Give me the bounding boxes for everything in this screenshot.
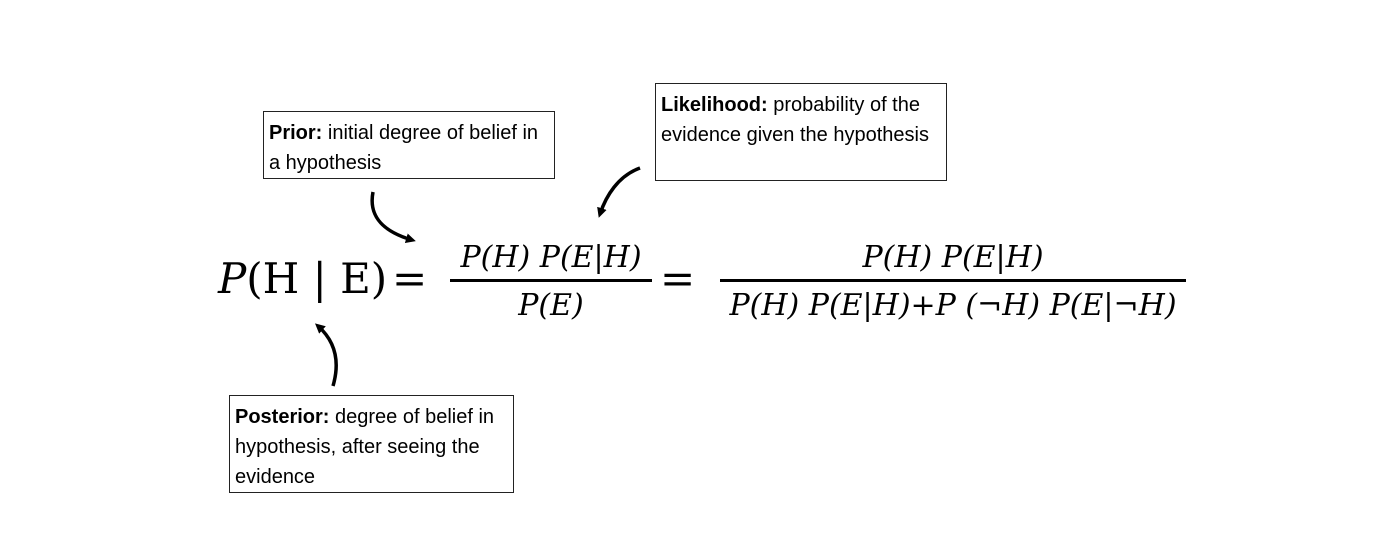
prior-description: initial degree of belief in a hypothesis bbox=[269, 122, 539, 174]
posterior-annotation: Posterior: degree of belief in hypothesi… bbox=[229, 395, 514, 493]
fraction2-bar bbox=[720, 279, 1186, 282]
likelihood-term: Likelihood: bbox=[661, 94, 768, 116]
likelihood-annotation: Likelihood: probability of the evidence … bbox=[655, 83, 947, 181]
likelihood-arrow bbox=[597, 166, 641, 218]
fraction1-denominator: P(E) bbox=[518, 288, 584, 323]
equals-sign-2: = bbox=[660, 254, 696, 303]
fraction1-numerator: P(H) P(E|H) bbox=[460, 240, 642, 275]
posterior-arguments: (H | E) bbox=[246, 254, 388, 303]
equals-sign-1: = bbox=[392, 254, 428, 303]
posterior-p-symbol: P bbox=[218, 254, 247, 303]
fraction2-denominator: P(H) P(E|H)+P (¬H) P(E|¬H) bbox=[729, 288, 1177, 323]
fraction2-numerator: P(H) P(E|H) bbox=[862, 240, 1044, 275]
prior-annotation: Prior: initial degree of belief in a hyp… bbox=[263, 111, 555, 179]
posterior-expression: P(H | E) bbox=[218, 254, 387, 304]
posterior-term: Posterior: bbox=[235, 406, 330, 428]
likelihood-description: probability of the evidence given the hy… bbox=[661, 94, 929, 146]
prior-arrow bbox=[370, 191, 416, 244]
fraction1-bar bbox=[450, 279, 652, 282]
posterior-arrow bbox=[315, 323, 338, 387]
prior-term: Prior: bbox=[269, 122, 323, 144]
posterior-description: degree of belief in hypothesis, after se… bbox=[235, 406, 495, 488]
